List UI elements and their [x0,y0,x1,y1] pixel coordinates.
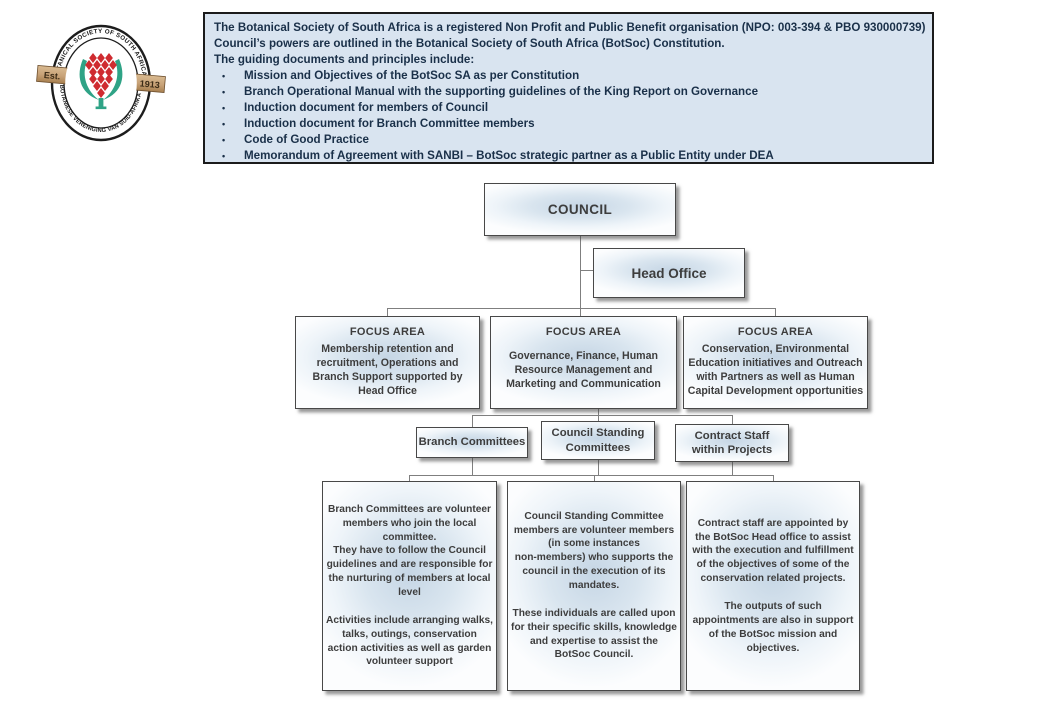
council-label: COUNCIL [547,202,613,217]
bullet-icon: • [222,151,226,161]
bullet-item: •Mission and Objectives of the BotSoc SA… [214,68,923,84]
protea-leaves-icon [79,59,123,110]
desc-council-standing-text: Council Standing Committee members are v… [511,510,677,661]
botsoc-logo-icon: BOTANICAL SOCIETY OF SOUTH AFRICA BOTANI… [36,24,166,142]
bullet-icon: • [222,71,226,81]
bullet-icon: • [222,87,226,97]
connector-focus3-stub [775,308,776,316]
head-office-label: Head Office [631,265,707,281]
connector-focus-distributor [387,308,775,309]
connector-focus1-stub [387,308,388,316]
ribbon-est-label: Est. [43,70,60,81]
node-focus-area-conservation: FOCUS AREA Conservation, Environmental E… [683,316,868,409]
connector-contract-stub [732,415,733,424]
node-contract-staff: Contract Staff within Projects [675,424,789,462]
desc-branch-committees-text: Branch Committees are volunteer members … [326,503,494,668]
bullet-item: •Code of Good Practice [214,132,923,148]
focus-area-body: Governance, Finance, Human Resource Mana… [506,350,661,391]
branch-committees-label: Branch Committees [418,436,526,449]
connector-standing-down [598,460,599,475]
connector-description-distributor [409,475,773,476]
desc-council-standing-committees: Council Standing Committee members are v… [507,481,681,691]
bullet-item: •Branch Operational Manual with the supp… [214,84,923,100]
governance-info-box: The Botanical Society of South Africa is… [203,12,934,164]
connector-desc2-stub [594,475,595,481]
desc-branch-committees: Branch Committees are volunteer members … [322,481,497,691]
bullet-icon: • [222,135,226,145]
council-standing-committees-label: Council Standing Committees [551,427,645,454]
contract-staff-label: Contract Staff within Projects [691,429,773,456]
connector-branch-down [472,458,473,475]
desc-contract-staff-text: Contract staff are appointed by the BotS… [692,517,854,654]
info-line: The guiding documents and principles inc… [214,53,475,66]
desc-contract-staff: Contract staff are appointed by the BotS… [686,481,860,691]
connector-focus2-riser [598,409,599,415]
focus-area-title: FOCUS AREA [349,326,426,338]
guiding-documents-list: •Mission and Objectives of the BotSoc SA… [214,68,923,164]
connector-branch-stub [472,415,473,427]
info-line: The Botanical Society of South Africa is… [214,21,926,34]
focus-area-body: Conservation, Environmental Education in… [687,343,864,398]
connector-head-office-branch [580,270,593,271]
info-line: Council’s powers are outlined in the Bot… [214,37,725,50]
focus-area-body: Membership retention and recruitment, Op… [312,343,463,398]
node-head-office: Head Office [593,248,745,298]
bullet-icon: • [222,119,226,129]
connector-desc3-stub [773,475,774,481]
connector-committee-distributor [472,415,732,416]
bullet-item: •Induction document for members of Counc… [214,100,923,116]
node-branch-committees: Branch Committees [416,427,528,458]
connector-desc1-stub [409,475,410,481]
connector-council-down [580,236,581,316]
node-focus-area-governance: FOCUS AREA Governance, Finance, Human Re… [490,316,677,409]
node-council: COUNCIL [484,183,676,236]
ribbon-year-label: 1913 [139,78,160,90]
bullet-icon: • [222,103,226,113]
connector-contract-down [732,462,733,475]
node-focus-area-membership: FOCUS AREA Membership retention and recr… [295,316,480,409]
bullet-item: •Induction document for Branch Committee… [214,116,923,132]
connector-standing-stub [598,415,599,421]
node-council-standing-committees: Council Standing Committees [541,421,655,460]
focus-area-title: FOCUS AREA [737,326,814,338]
focus-area-title: FOCUS AREA [545,326,622,338]
bullet-item: •Memorandum of Agreement with SANBI – Bo… [214,148,923,164]
